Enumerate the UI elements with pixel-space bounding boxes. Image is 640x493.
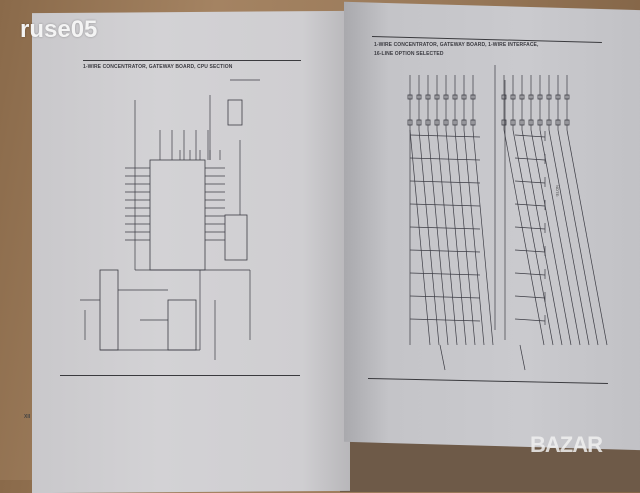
page-number: XII [24,414,31,420]
bus-wire [409,249,481,253]
left-top-rule [83,60,301,61]
channel-wire [548,129,590,346]
bus-wire [409,180,481,184]
component [407,119,413,126]
component [555,119,561,126]
component [443,119,449,126]
component [470,119,476,126]
channel-wire [436,129,458,346]
component [528,119,534,126]
bus-wire [514,318,546,322]
resistor [425,94,431,100]
bus-wire [514,226,546,230]
resistor [452,94,458,100]
bus-wire [514,157,546,161]
bazar-logo: BAZAR [530,432,603,457]
resistor [407,94,413,100]
component [519,119,525,126]
channel-wire [539,129,581,346]
channel-wire [454,129,476,346]
bus-wire [514,272,546,276]
bus-wire [514,295,546,299]
bus-wire [439,344,446,371]
component [416,119,422,126]
watermark: ruse05 [20,16,98,43]
note-label: NOTE: [555,185,560,198]
resistor [434,94,440,100]
resistor [546,94,552,100]
schematic-drawings [80,65,608,371]
ic-chip [99,269,119,351]
right-page-title-1: 1-WIRE CONCENTRATOR, GATEWAY BOARD, 1-WI… [374,42,539,48]
component [537,119,543,126]
channel-wire [472,129,494,346]
resistor [555,94,561,100]
channel-wire [463,129,485,346]
resistor [416,94,422,100]
left-page-title: 1-WIRE CONCENTRATOR, GATEWAY BOARD, CPU … [83,64,233,70]
resistor [461,94,467,100]
channel-wire [445,129,467,346]
channel-wire [557,129,599,346]
bus-wire [409,157,481,161]
component [425,119,431,126]
cpu-chip [149,159,206,271]
ic-chip [224,214,248,261]
bus-wire [409,295,481,299]
bus-wire [409,134,481,138]
ic-chip [227,99,243,126]
component [501,119,507,126]
resistor [537,94,543,100]
resistor [470,94,476,100]
resistor [519,94,525,100]
bus-wire [409,226,481,230]
component [510,119,516,126]
channel-wire [409,129,431,346]
channel-wire [566,129,608,346]
resistor [564,94,570,100]
bus-wire [514,180,546,184]
component [452,119,458,126]
right-page-title-2: 16-LINE OPTION SELECTED [374,51,444,57]
component [461,119,467,126]
component [434,119,440,126]
channel-wire [503,129,545,346]
bus-wire [514,249,546,253]
left-bottom-rule [60,375,300,376]
bus-wire [514,134,546,138]
component [564,119,570,126]
resistor [443,94,449,100]
bus-wire [519,344,526,371]
channel-wire [512,129,554,346]
bus-wire [409,272,481,276]
channel-wire [427,129,449,346]
resistor [501,94,507,100]
bus-wire [409,318,481,322]
resistor [528,94,534,100]
component [546,119,552,126]
channel-wire [530,129,572,346]
bus-wire [409,203,481,207]
resistor [510,94,516,100]
channel-wire [418,129,440,346]
ic-chip [167,299,197,351]
channel-wire [521,129,563,346]
bus-wire [514,203,546,207]
